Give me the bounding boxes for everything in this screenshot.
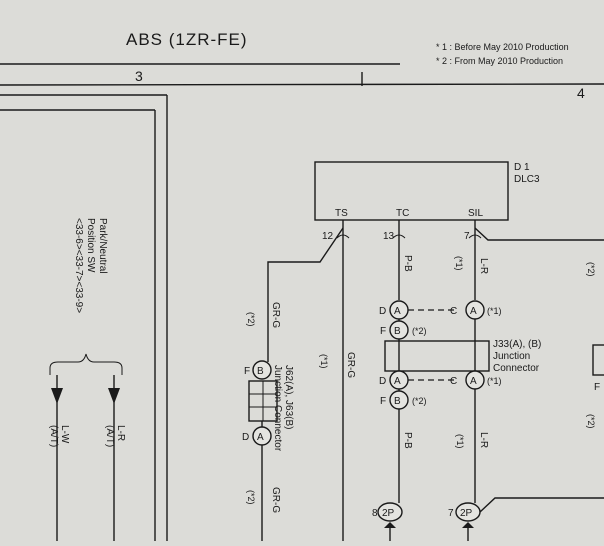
switch-brace <box>49 353 123 375</box>
dlc3-pin-number-13: 13 <box>383 231 395 242</box>
right-edge-note-top: (*2) <box>586 262 596 277</box>
connector-2p-8 <box>377 502 403 522</box>
svg-text:D: D <box>379 306 386 317</box>
wire-label-lw-at: (A/T) <box>48 425 59 447</box>
wire-sil-right <box>474 227 604 241</box>
arrow-down-icon <box>51 388 63 404</box>
production-note-1: * 1 : Before May 2010 Production <box>436 42 569 52</box>
park-neutral-switch-label: Park/Neutral Position SW <33-6><33-7><33… <box>73 218 108 313</box>
production-note-2: * 2 : From May 2010 Production <box>436 56 563 66</box>
svg-text:A: A <box>394 306 401 317</box>
svg-text:(*1): (*1) <box>487 306 502 316</box>
svg-text:A: A <box>470 376 477 387</box>
wire-label-grg-b: GR-G <box>345 352 356 378</box>
junction-label-j62: J62(A), J63(B) Junction Connector <box>272 365 294 452</box>
header-border-bottom <box>0 83 604 86</box>
svg-text:C: C <box>450 306 457 317</box>
svg-text:F: F <box>380 396 386 407</box>
dlc3-pin-ts: TS <box>335 208 348 219</box>
svg-text:A: A <box>257 432 264 443</box>
right-edge-note-bottom: (*2) <box>586 414 596 429</box>
wire-ts-branch-a <box>267 227 344 362</box>
svg-text:A: A <box>470 306 477 317</box>
dlc3-pin-number-7: 7 <box>464 231 470 242</box>
wire-note-grg-a: (*2) <box>246 312 256 327</box>
svg-text:2P: 2P <box>382 508 395 519</box>
wire-note-grg-c: (*2) <box>246 490 256 505</box>
column-number-3: 3 <box>135 68 143 84</box>
svg-text:Junction Connector: Junction Connector <box>272 365 283 452</box>
svg-text:F: F <box>594 382 600 393</box>
svg-text:(*2): (*2) <box>412 326 427 336</box>
svg-text:B: B <box>394 326 401 337</box>
j33-label-line3: Connector <box>493 363 540 374</box>
dlc3-name: DLC3 <box>514 174 540 185</box>
svg-text:8: 8 <box>372 508 378 519</box>
junction-connector-j33 <box>384 340 490 372</box>
arrow-up-icon <box>384 522 396 528</box>
svg-text:F: F <box>244 366 250 377</box>
svg-text:B: B <box>257 366 264 377</box>
svg-text:2P: 2P <box>460 508 473 519</box>
svg-text:A: A <box>394 376 401 387</box>
diagram-title: ABS (1ZR-FE) <box>126 30 248 49</box>
wire-label-pb-top: P-B <box>402 255 413 272</box>
wire-label-grg-c: GR-G <box>270 487 281 513</box>
arrow-up-icon <box>462 522 474 528</box>
dlc3-pin-tc: TC <box>396 208 409 219</box>
svg-text:Position SW: Position SW <box>85 218 96 273</box>
dlc3-connector-box <box>314 161 509 221</box>
right-edge-connector <box>592 344 604 376</box>
j33-label-line2: Junction <box>493 351 530 362</box>
svg-text:Park/Neutral: Park/Neutral <box>97 218 108 274</box>
connector-2p-7 <box>455 502 481 522</box>
svg-text:B: B <box>394 396 401 407</box>
dlc3-pin-sil: SIL <box>468 208 483 219</box>
wire-label-grg-a: GR-G <box>270 302 281 328</box>
svg-text:F: F <box>380 326 386 337</box>
wire-note-grg-b: (*1) <box>319 354 329 369</box>
junction-terminal-b <box>252 360 272 380</box>
wire-label-lr-bottom: L-R <box>478 432 489 448</box>
wire-label-lw: L-W <box>59 425 70 444</box>
wire-note-lr-top: (*1) <box>454 256 464 271</box>
wire-label-lr-top: L-R <box>478 258 489 274</box>
svg-text:J62(A), J63(B): J62(A), J63(B) <box>283 365 294 429</box>
svg-text:C: C <box>450 376 457 387</box>
wire-label-lr-left-at: (A/T) <box>104 425 115 447</box>
dlc3-pin-number-12: 12 <box>322 231 334 242</box>
j33-label-line1: J33(A), (B) <box>493 339 541 350</box>
wire-label-pb-bottom: P-B <box>402 432 413 449</box>
svg-text:D: D <box>379 376 386 387</box>
wire-right-bottom <box>479 497 604 513</box>
svg-text:(*1): (*1) <box>487 376 502 386</box>
wire-note-lr-bottom: (*1) <box>455 434 465 449</box>
svg-text:D: D <box>242 432 249 443</box>
column-number-4: 4 <box>577 85 585 101</box>
dlc3-ref: D 1 <box>514 162 530 173</box>
wire-label-lr-left: L-R <box>115 425 126 441</box>
arrow-down-icon <box>108 388 120 404</box>
svg-text:7: 7 <box>448 508 454 519</box>
svg-text:<33-6><33-7><33-9>: <33-6><33-7><33-9> <box>73 218 84 313</box>
svg-text:(*2): (*2) <box>412 396 427 406</box>
